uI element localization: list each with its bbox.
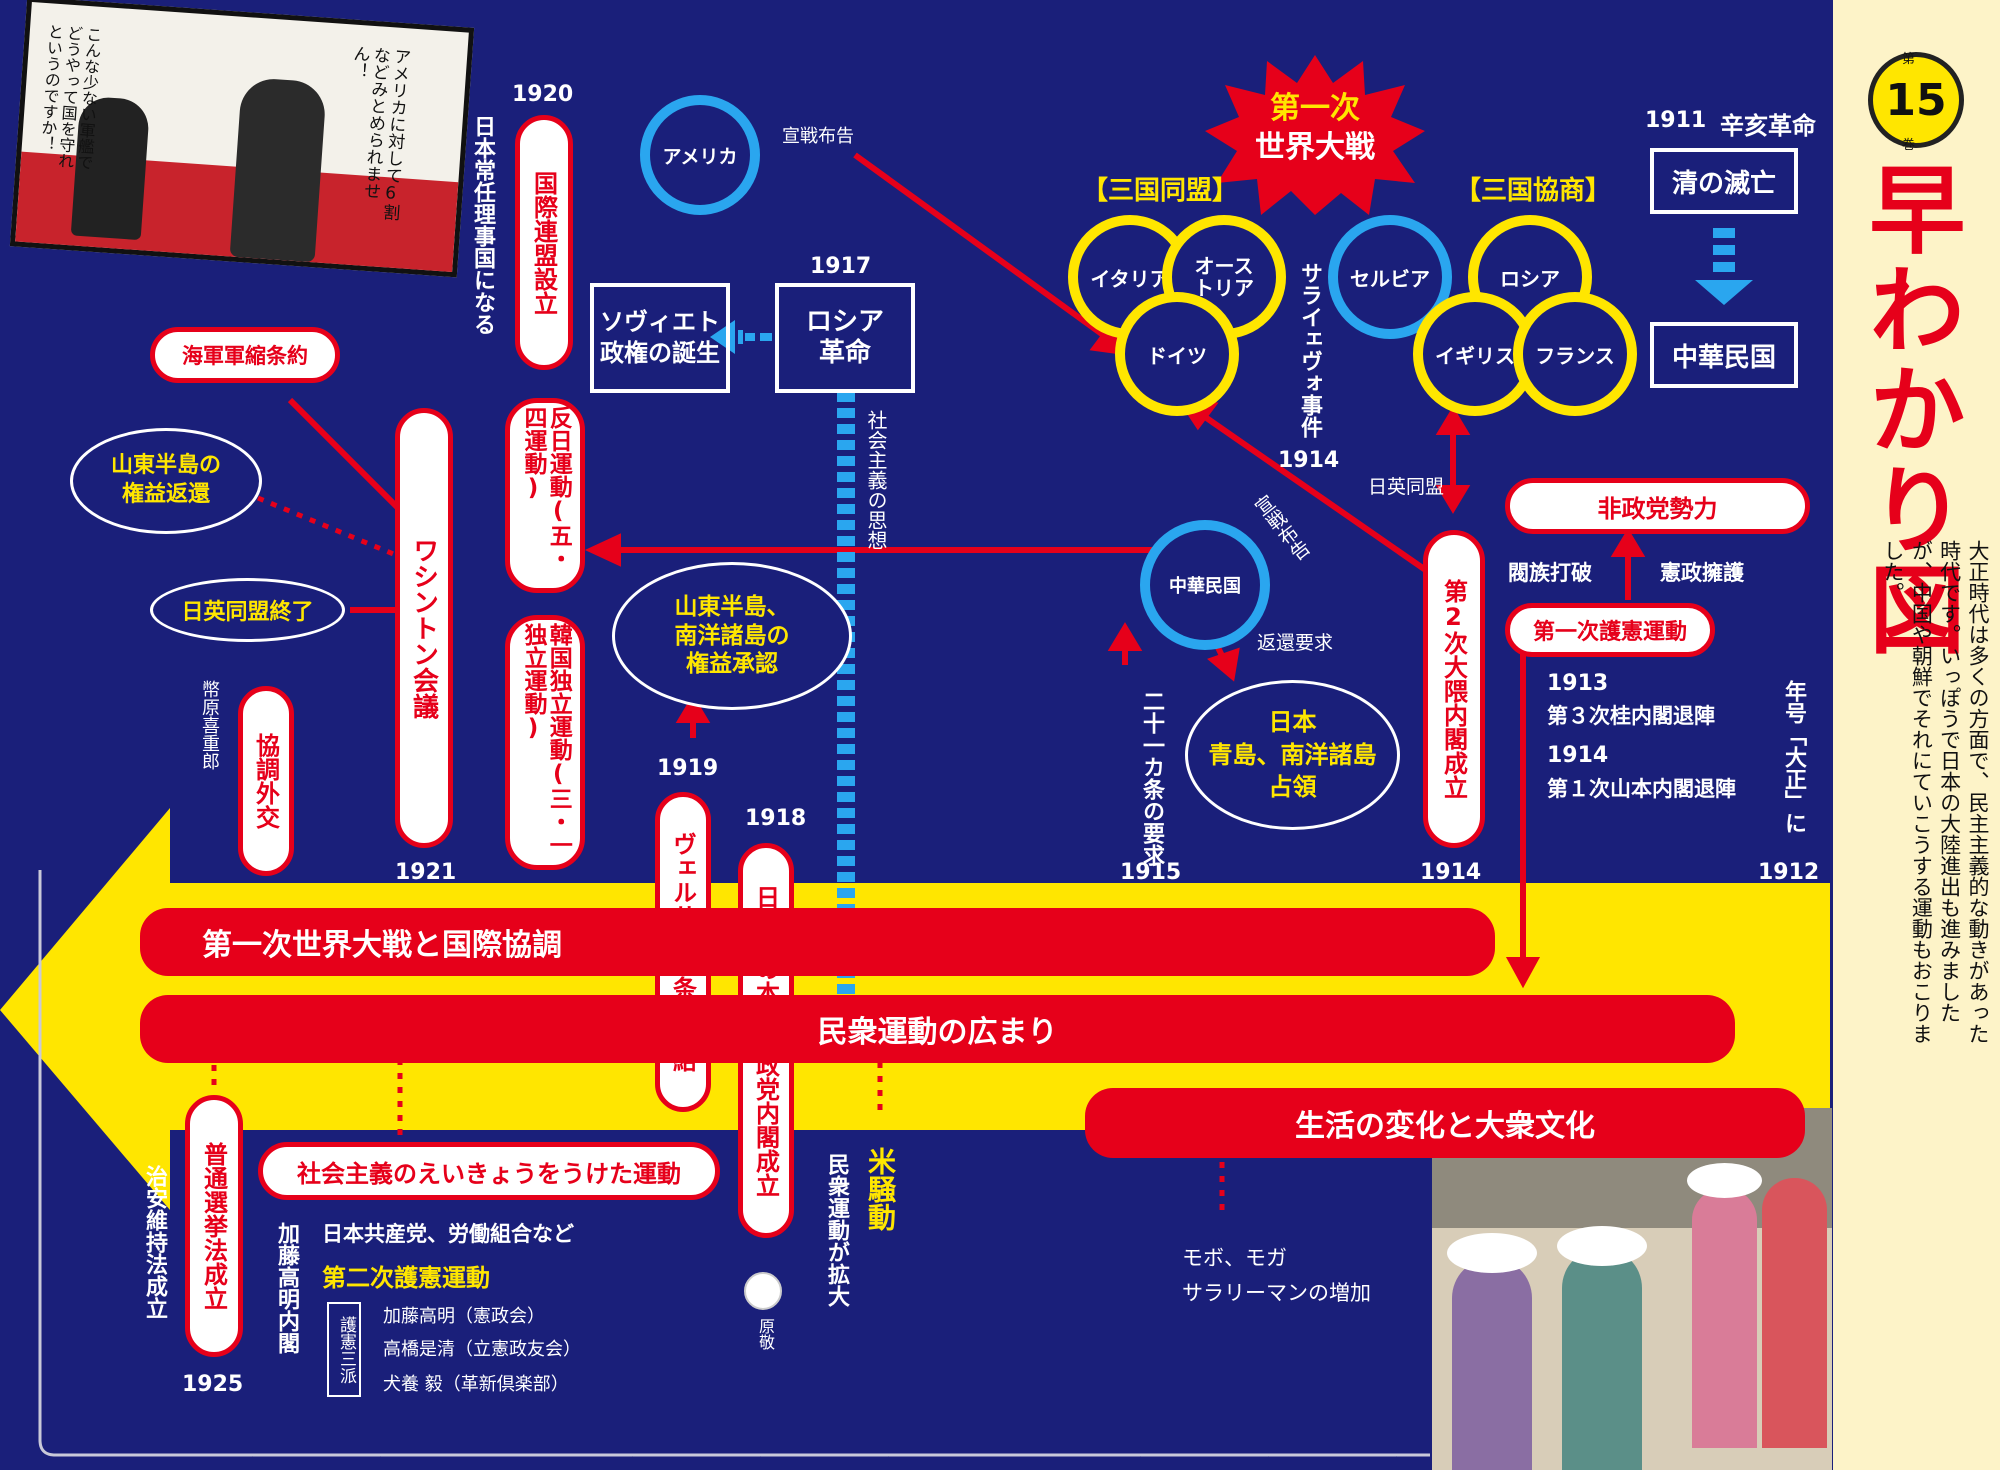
year-1918: 1918 (745, 806, 807, 831)
shidehara-label: 幣原喜重郎 (199, 680, 220, 770)
russia-revolution-box: ロシア革命 (775, 283, 915, 393)
soviet-box: ソヴィエト政権の誕生 (590, 283, 730, 393)
anglo-japanese-label: 日英同盟 (1368, 476, 1445, 498)
year-1911: 1911 (1645, 108, 1707, 133)
description: 大正時代は多くの方面で、民主主義的な動きがあった時代です。いっぽうで日本の大陸進… (1880, 540, 1990, 1044)
permanent-member-label: 日本常任理事国になる (470, 115, 495, 335)
peace-preservation-label: 治安維持法成立 (142, 1165, 167, 1319)
page-title: 早わかり図 (1852, 160, 1965, 660)
bar-ww1-intl: 第一次世界大戦と国際協調 (140, 908, 1495, 976)
may4-pill: 反日運動(五・四運動) (505, 398, 585, 593)
triple-alliance-label: 【三国同盟】 (1082, 176, 1239, 206)
manga-panel-bottom (1432, 1108, 1832, 1470)
year-1913: 1913 (1547, 671, 1609, 696)
league-pill: 国際連盟設立 (515, 115, 573, 370)
first-goken-pill: 第一次護憲運動 (1505, 603, 1715, 657)
declare-war-label: 宣戦布告 (782, 126, 854, 147)
kyocho-pill: 協調外交 (238, 686, 294, 876)
era-name-label: 年号「大正」に (1781, 680, 1806, 834)
rice-riots-label: 米騒動 (864, 1147, 897, 1231)
ww1-starburst (1205, 55, 1425, 215)
kato-line-3: 犬養 毅（革新倶楽部） (383, 1374, 569, 1395)
socialist-movement-pill: 社会主義のえいきょうをうけた運動 (258, 1142, 720, 1200)
speech-bubble-1: アメリカに対して6割などみとめられません！ (347, 44, 411, 222)
qing-fall-box: 清の滅亡 (1650, 148, 1798, 214)
salaryman-label: サラリーマンの増加 (1182, 1281, 1371, 1305)
march1-pill: 韓国独立運動(三・一独立運動) (505, 615, 585, 870)
socialism-thought-label: 社会主義の思想 (864, 410, 888, 550)
bar-popular-movements: 民衆運動の広まり (140, 995, 1735, 1063)
return-demand-label: 返還要求 (1257, 632, 1334, 654)
year-1914-yamamoto: 1914 (1547, 743, 1609, 768)
washington-pill: ワシントン会議 (395, 408, 453, 848)
minshu-expand-label: 民衆運動が拡大 (824, 1153, 849, 1307)
shandong-approval-oval: 山東半島、南洋諸島の権益承認 (612, 562, 852, 710)
anglo-end-oval: 日英同盟終了 (150, 578, 345, 642)
hara-label: 原敬 (756, 1318, 775, 1350)
clan-break-label: 閥族打破 (1508, 561, 1592, 585)
year-1917: 1917 (810, 254, 872, 279)
year-1920: 1920 (512, 82, 574, 107)
sarajevo-label: サライェヴォ事件 (1297, 262, 1322, 438)
volume-badge: 15 (1868, 52, 1964, 148)
side-panel (1833, 0, 2000, 1470)
japan-occupation-oval: 日本青島、南洋諸島占領 (1185, 680, 1400, 830)
communist-label: 日本共産党、労働組合など (322, 1222, 574, 1246)
second-goken-label: 第二次護憲運動 (322, 1264, 490, 1292)
bar-lifestyle-culture: 生活の変化と大衆文化 (1085, 1088, 1805, 1158)
roc-circle: 中華民国 (1140, 520, 1270, 650)
non-party-pill: 非政党勢力 (1505, 478, 1810, 534)
kato-cabinet-label: 加藤高明内閣 (274, 1222, 299, 1354)
goken-sanpa-box: 護憲三派 (327, 1302, 361, 1397)
manga-panel-top: アメリカに対して6割などみとめられません！ こんな少ない軍艦でどうやって国を守れ… (9, 0, 475, 278)
kato-line-1: 加藤高明（憲政会） (383, 1306, 545, 1327)
yamamoto-label: 第１次山本内閣退陣 (1547, 777, 1736, 801)
kato-line-2: 高橋是清（立憲政友会） (383, 1339, 581, 1360)
year-1921: 1921 (395, 860, 457, 885)
year-1919: 1919 (657, 756, 719, 781)
universal-suffrage-pill: 普通選挙法成立 (185, 1095, 243, 1357)
america-circle: アメリカ (640, 95, 760, 215)
speech-bubble-2: こんな少ない軍艦でどうやって国を守れというのですか！ (36, 23, 103, 171)
const-protect-label: 憲政擁護 (1660, 561, 1744, 585)
mobo-moga-label: モボ、モガ (1182, 1246, 1287, 1270)
triple-entente-label: 【三国協商】 (1455, 176, 1612, 206)
okuma-pill: 第2次大隈内閣成立 (1423, 530, 1485, 848)
ww1-label-2: 世界大戦 (1255, 130, 1375, 165)
france-circle: フランス (1513, 292, 1637, 416)
volume-suffix: 巻 (1902, 138, 1916, 153)
ww1-label-1: 第一次 (1270, 91, 1360, 126)
year-1912: 1912 (1758, 860, 1820, 885)
year-1914-sarajevo: 1914 (1278, 448, 1340, 473)
volume-prefix: 第 (1902, 52, 1916, 67)
naval-treaty-pill: 海軍軍縮条約 (150, 327, 340, 383)
volume-number: 15 (1885, 74, 1947, 126)
germany-circle: ドイツ (1115, 292, 1239, 416)
roc-box: 中華民国 (1650, 322, 1798, 388)
year-1914-okuma: 1914 (1420, 860, 1482, 885)
shandong-return-oval: 山東半島の権益返還 (70, 428, 262, 534)
katsura-label: 第３次桂内閣退陣 (1547, 704, 1715, 728)
year-1915: 1915 (1120, 860, 1182, 885)
year-1925: 1925 (182, 1372, 244, 1397)
twentyone-label: 二十一カ条の要求 (1139, 690, 1164, 866)
shingai-label: 辛亥革命 (1720, 112, 1816, 140)
hara-portrait (744, 1272, 782, 1310)
